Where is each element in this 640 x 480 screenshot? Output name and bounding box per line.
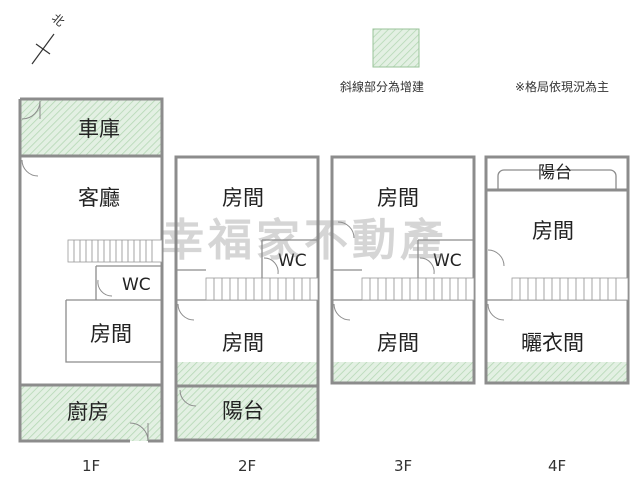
room-label-4f: 房間 bbox=[532, 219, 574, 243]
kitchen-addition bbox=[20, 385, 162, 441]
living-room-label: 客廳 bbox=[78, 186, 120, 210]
wc-label-2f: WC bbox=[278, 251, 307, 271]
balcony-label-2f: 陽台 bbox=[222, 399, 264, 423]
room-top-label-2f: 房間 bbox=[222, 186, 264, 210]
floor-label-3f: 3F bbox=[394, 457, 412, 475]
kitchen-label: 廚房 bbox=[67, 400, 109, 424]
balcony-label-4f: 陽台 bbox=[538, 163, 572, 183]
compass-north-label: 北 bbox=[49, 11, 67, 29]
floor-1f: 車庫 客廳 WC 房間 廚房 1F bbox=[18, 97, 164, 475]
stairs-3f bbox=[361, 277, 475, 301]
floor-3f: 房間 WC 房間 3F bbox=[330, 155, 476, 475]
balcony-addition-2f bbox=[176, 386, 318, 440]
laundry-strip-4f bbox=[486, 362, 628, 383]
balcony-strip-2f bbox=[176, 362, 318, 386]
watermark: 幸福家不動產 bbox=[160, 215, 448, 266]
room-bottom-label-3f: 房間 bbox=[377, 331, 419, 355]
legend: 斜線部分為增建 bbox=[340, 28, 424, 94]
room-top-label-3f: 房間 bbox=[377, 186, 419, 210]
layout-note: ※格局依現況為主 bbox=[515, 79, 609, 94]
garage-addition bbox=[20, 99, 162, 156]
laundry-room-label: 曬衣間 bbox=[521, 331, 584, 355]
stairs-4f bbox=[511, 277, 629, 301]
stairs-2f bbox=[205, 277, 319, 301]
legend-text: 斜線部分為增建 bbox=[340, 79, 424, 94]
room-label-1f: 房間 bbox=[90, 322, 132, 346]
floor-2f: 房間 WC 房間 陽台 2F bbox=[174, 155, 320, 475]
wc-label-3f: WC bbox=[433, 251, 462, 271]
floor-label-4f: 4F bbox=[548, 457, 566, 475]
floor-label-2f: 2F bbox=[238, 457, 256, 475]
floor-4f: 陽台 房間 曬衣間 4F bbox=[484, 155, 630, 475]
garage-label: 車庫 bbox=[78, 117, 120, 141]
addition-swatch bbox=[372, 28, 420, 68]
wc-label-1f: WC bbox=[122, 275, 151, 295]
compass: 北 bbox=[31, 11, 67, 65]
balcony-strip-3f bbox=[332, 362, 474, 383]
stairs-1f bbox=[67, 239, 163, 263]
floor-label-1f: 1F bbox=[82, 457, 100, 475]
room-bottom-label-2f: 房間 bbox=[222, 331, 264, 355]
